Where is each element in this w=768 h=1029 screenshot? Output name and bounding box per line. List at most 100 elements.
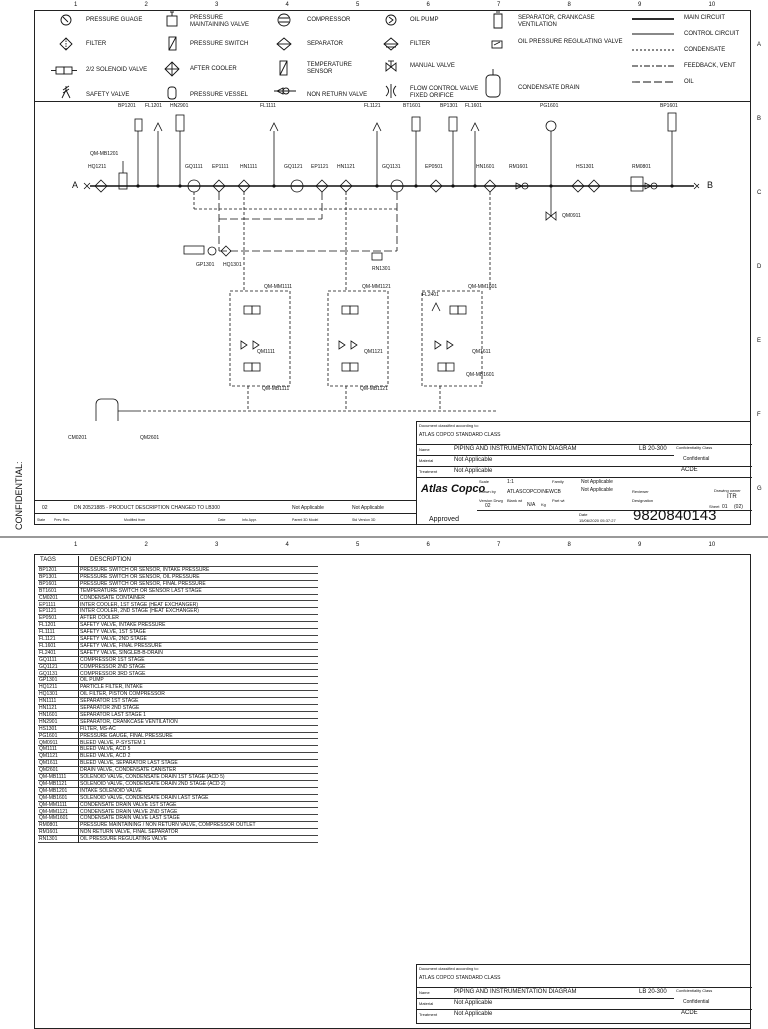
blank-label: Blank wt — [507, 498, 523, 503]
line-legend-main: MAIN CIRCUIT — [684, 15, 725, 21]
tag-QM-MB1201: QM-MB1201 — [90, 151, 119, 157]
column-number: 2 — [144, 2, 148, 8]
description-cell: BLEED VALVE, ACD 2 — [80, 753, 131, 760]
description-cell: SOLENOID VALVE, CONDENSATE DRAIN 2ND STA… — [80, 780, 226, 787]
drawn-by-label: Drawn by — [479, 489, 496, 494]
tag-BP1601: BP1601 — [660, 103, 678, 109]
description-cell: INTAKE SOLENOID VALVE — [80, 787, 142, 794]
tag-HN1111: HN1111 — [240, 164, 258, 170]
material-label: Material — [419, 458, 434, 463]
company-value: ACDE — [681, 1010, 698, 1016]
tag-cell: HN2901 — [39, 718, 58, 725]
tag-CM0201: CM0201 — [68, 435, 87, 441]
tag-cell: HS1301 — [39, 725, 58, 732]
tags-header: TAGS — [40, 557, 56, 563]
legend-pswitch-label: PRESSURE SWITCH — [190, 41, 249, 47]
blank-unit: Kg — [541, 502, 546, 507]
version-label: Version Drwg — [479, 498, 503, 503]
column-number: 2 — [144, 542, 148, 548]
rev-header-info: Info Appr. — [242, 518, 257, 522]
conf-class-value: Confidential — [683, 999, 710, 1005]
outlet-label: B — [707, 180, 714, 190]
family-value: Not Applicable — [581, 479, 613, 485]
tag-cell: HN1601 — [39, 711, 58, 718]
drain-box-3-valve: QM1611 — [472, 349, 491, 355]
row-letter: A — [757, 42, 762, 48]
tag-HS1301: HS1301 — [576, 164, 595, 170]
table-row: PG1601 PRESSURE GAUGE, FINAL PRESSURE — [38, 733, 318, 740]
column-number: 9 — [638, 2, 642, 8]
sheet-separator — [0, 536, 768, 538]
tag-EP0501: EP0501 — [425, 164, 443, 170]
row-letter: G — [757, 486, 762, 492]
tag-cell: FL1601 — [39, 642, 56, 649]
column-number: 7 — [497, 2, 501, 8]
description-cell: CONDENSATE CONTAINER — [80, 594, 145, 601]
line-legend-feedback: FEEDBACK, VENT — [684, 63, 736, 69]
column-number: 3 — [215, 542, 219, 548]
tag-cell: QM-MM1111 — [39, 801, 68, 808]
description-cell: COMPRESSOR 3RD STAGE — [80, 670, 146, 677]
tag-EP1121: EP1121 — [311, 164, 329, 170]
legend-oilpump-label: OIL PUMP — [410, 17, 439, 23]
tag-cell: EP0501 — [39, 615, 57, 622]
tag-cell: PG1601 — [39, 732, 58, 739]
description-cell: SAFETY VALVE, 2ND STAGE — [80, 636, 147, 642]
tag-FL1121: FL1121 — [364, 103, 381, 109]
drawing-name: PIPING AND INSTRUMENTATION DIAGRAM — [454, 446, 577, 452]
material-value: Not Applicable — [454, 1000, 493, 1006]
tag-RM1601: RM1601 — [509, 164, 528, 170]
tag-HN2901: HN2901 — [170, 103, 189, 109]
tag-RM0801: RM0801 — [632, 164, 651, 170]
legend-separator-label: SEPARATOR — [307, 41, 344, 47]
description-cell: CONDENSATE DRAIN VALVE LAST STAGE — [80, 815, 180, 822]
sheet-label: Sheet — [709, 504, 720, 509]
conf-class-label: Confidentiality Class — [676, 988, 713, 993]
column-number: 4 — [285, 542, 289, 548]
drain-box-1-valve: QM1111 — [257, 349, 276, 355]
reviewer-label: Reviewer — [632, 489, 649, 494]
description-cell: PARTICLE FILTER, INTAKE — [80, 684, 143, 691]
legend-oilreg-label: OIL PRESSURE REGULATING VALVE — [518, 39, 623, 45]
tag-cell: QM-MB1601 — [39, 794, 68, 801]
tag-BP1301: BP1301 — [440, 103, 458, 109]
tag-QM0911: QM0911 — [562, 213, 581, 219]
treatment-label: Treatment — [419, 469, 438, 474]
legend-gauge-label: PRESSURE GUAGE — [86, 17, 143, 23]
column-number: 10 — [708, 2, 716, 8]
legend-divider — [34, 101, 751, 102]
column-number: 4 — [285, 2, 289, 8]
tag-cell: GQ1121 — [39, 663, 58, 670]
tag-HN1601: HN1601 — [476, 164, 495, 170]
row-letter: C — [757, 190, 762, 196]
name-label: Name — [419, 447, 430, 452]
line-legend-oil: OIL — [684, 79, 694, 85]
description-cell: PRESSURE GAUGE, FINAL PRESSURE — [80, 732, 173, 739]
column-number: 1 — [74, 2, 78, 8]
drain-box-3-solenoid: QM-MB1601 — [466, 372, 495, 378]
tag-cell: BP1201 — [39, 567, 57, 573]
tag-cell: QM-MM1121 — [39, 808, 68, 815]
description-cell: OIL PUMP — [80, 677, 104, 684]
description-cell: BLEED VALVE, SEPARATOR LAST STAGE — [80, 760, 178, 767]
column-number: 8 — [567, 2, 571, 8]
legend-manualvalve-label: MANUAL VALVE — [410, 63, 455, 69]
tag-cell: FL2401 — [39, 649, 56, 656]
class-note: Document classified according to: — [419, 423, 479, 428]
drain-box-1-solenoid: QM-MB1111 — [262, 386, 290, 392]
legend-symbols — [51, 11, 674, 100]
tag-FL1601: FL1601 — [465, 103, 482, 109]
tag-FL1201: FL1201 — [145, 103, 162, 109]
